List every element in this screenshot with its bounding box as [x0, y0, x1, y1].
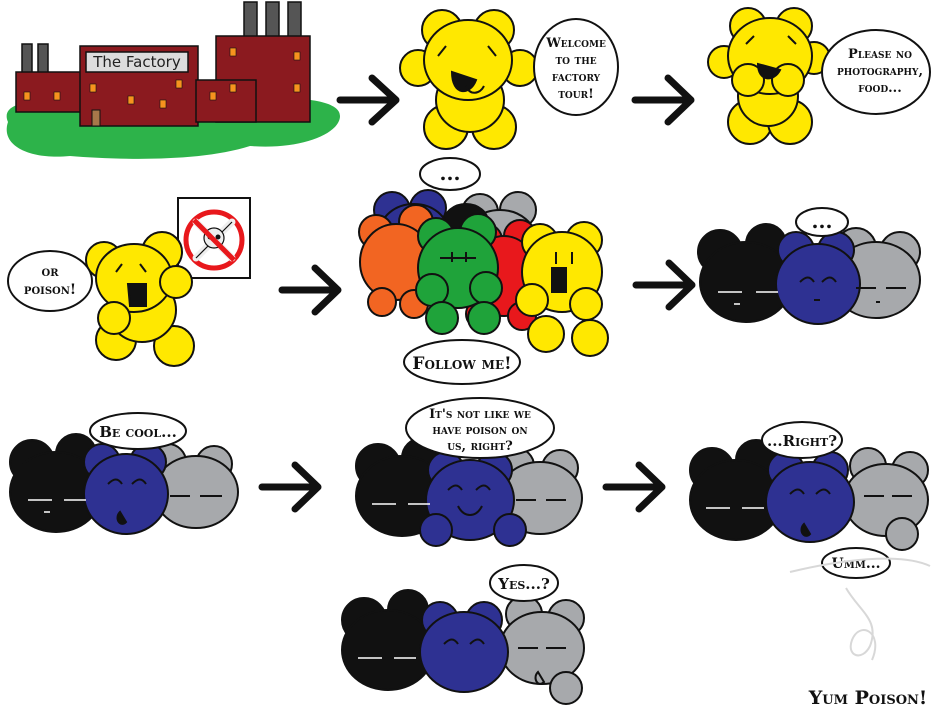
- speech-bubble-poison: or poison!: [7, 250, 93, 312]
- svg-text:Yes...?: Yes...?: [497, 575, 550, 593]
- yellow-guide-poison: [85, 231, 195, 367]
- svg-text:to the: to the: [555, 53, 596, 68]
- speech-bubble-dots-trio: ...: [795, 207, 849, 237]
- factory-chimney: [37, 43, 49, 75]
- speech-bubble-dots-group: ...: [419, 157, 481, 191]
- speech-bubble-welcome: Welcome to the factory tour!: [533, 18, 619, 116]
- factory-chimney: [287, 1, 302, 39]
- speech-bubble-be-cool: Be cool...: [89, 412, 187, 450]
- factory-sign-board: [85, 51, 189, 73]
- factory-door: [91, 109, 101, 127]
- factory-building: [195, 79, 257, 123]
- trio-be-cool: [9, 433, 239, 535]
- svg-text:Welcome: Welcome: [545, 36, 606, 51]
- svg-text:or: or: [41, 264, 59, 280]
- svg-text:Please no: Please no: [848, 47, 912, 62]
- watermark-signature: [789, 557, 931, 661]
- comic-title: Yum Poison!: [808, 687, 928, 709]
- speech-bubble-not-like: It's not like we have poison on us, righ…: [405, 397, 555, 459]
- svg-text:...: ...: [440, 161, 461, 185]
- tour-group: [358, 189, 609, 357]
- yellow-guide-photo: [707, 7, 831, 145]
- speech-bubble-right: ...Right?: [761, 421, 843, 459]
- speech-bubble-follow: Follow me!: [403, 339, 521, 385]
- factory-chimney: [21, 43, 33, 75]
- trio-right: [689, 439, 929, 551]
- svg-text:tour!: tour!: [558, 87, 594, 102]
- factory-chimney: [243, 1, 258, 39]
- yellow-guide-welcome: [399, 9, 539, 150]
- trio-dots: [697, 223, 921, 325]
- trio-not-like: [355, 437, 583, 547]
- speech-bubble-yes: Yes...?: [489, 564, 559, 602]
- factory-chimney: [265, 1, 280, 39]
- svg-text:food...: food...: [858, 81, 901, 96]
- svg-text:have poison on: have poison on: [432, 423, 527, 438]
- svg-text:us, right?: us, right?: [447, 439, 513, 454]
- svg-text:factory: factory: [552, 70, 601, 85]
- svg-text:poison!: poison!: [24, 282, 76, 298]
- svg-text:...: ...: [812, 209, 833, 233]
- svg-text:Be cool...: Be cool...: [99, 423, 177, 441]
- svg-text:...Right?: ...Right?: [767, 432, 837, 450]
- speech-bubble-photo: Please no photography, food...: [821, 29, 931, 115]
- factory-sign: The Factory: [92, 53, 181, 71]
- arrow-icon: [258, 74, 696, 513]
- trio-yes: [341, 589, 585, 705]
- no-poison-sign: [177, 197, 251, 279]
- factory-windows: [23, 47, 301, 109]
- svg-text:It's not like we: It's not like we: [429, 407, 531, 422]
- factory-panel: The Factory: [6, 1, 340, 159]
- svg-text:photography,: photography,: [837, 64, 923, 79]
- svg-text:Follow me!: Follow me!: [412, 354, 511, 374]
